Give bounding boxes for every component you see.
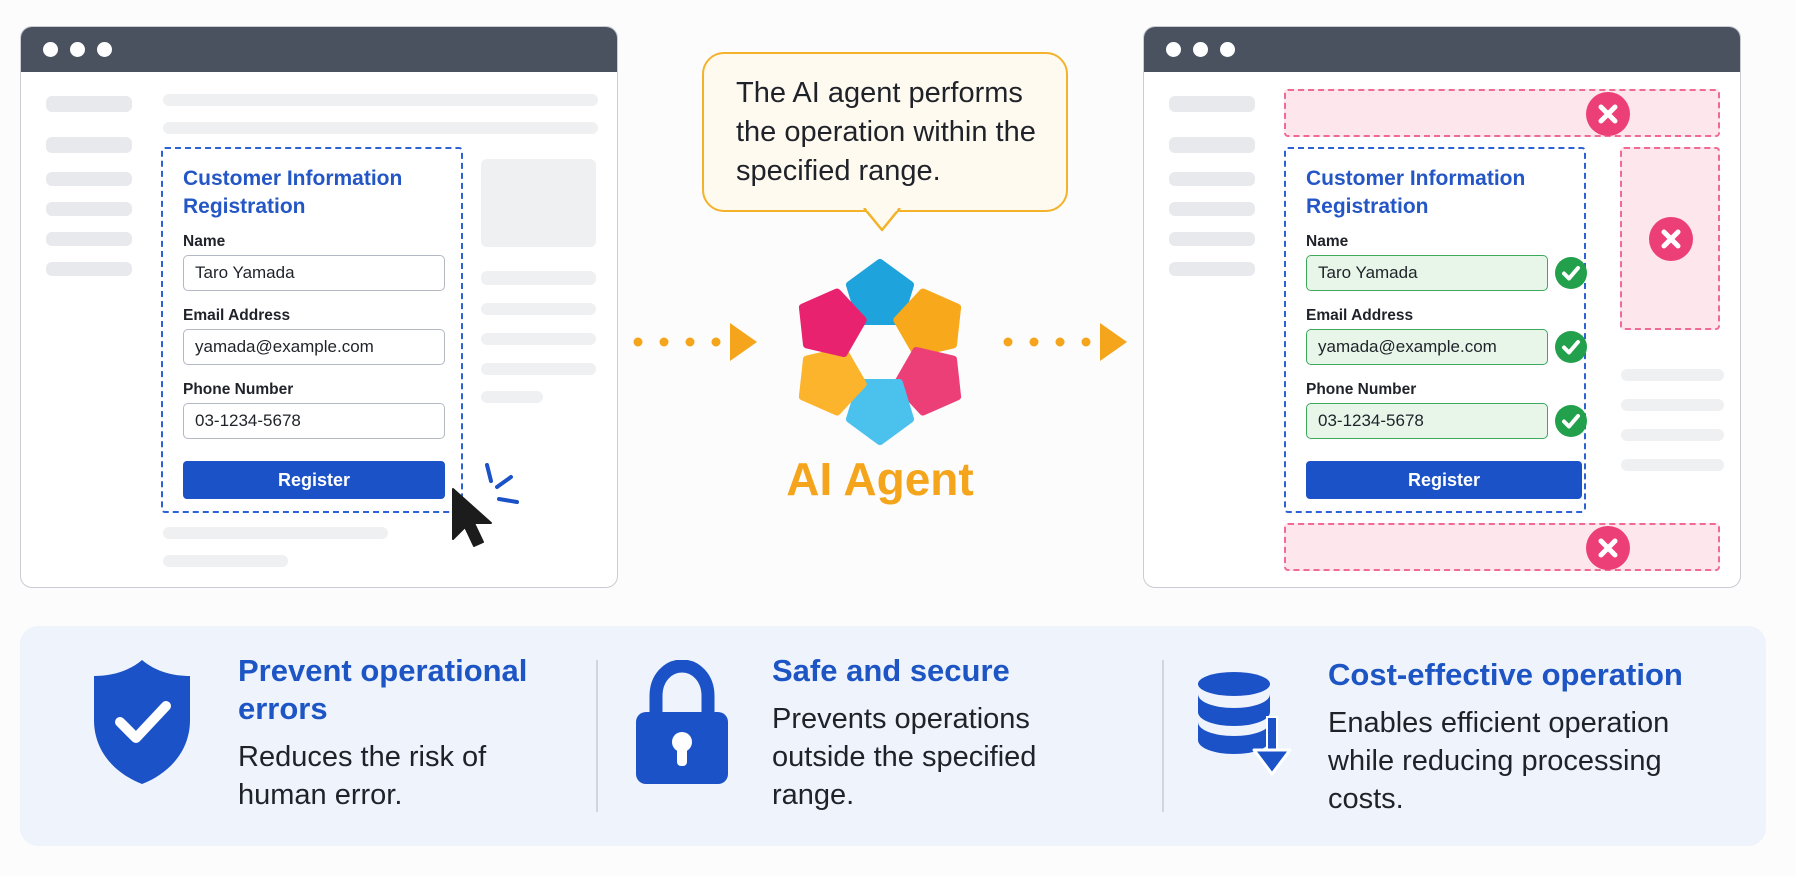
- placeholder-image: [481, 159, 596, 247]
- form-title: Customer Information Registration: [1306, 167, 1526, 218]
- shield-check-icon: [94, 660, 190, 784]
- placeholder-bar: [46, 202, 132, 216]
- placeholder-bar: [481, 363, 596, 375]
- feature-divider: [596, 660, 598, 812]
- name-input[interactable]: Taro Yamada: [1306, 255, 1548, 291]
- placeholder-bar: [1169, 232, 1255, 246]
- padlock-icon: [636, 660, 728, 784]
- database-download-icon: [1198, 672, 1292, 776]
- register-button[interactable]: Register: [1306, 461, 1582, 499]
- window-dot: [1220, 42, 1235, 57]
- window-titlebar: [21, 27, 617, 72]
- phone-input[interactable]: 03-1234-5678: [1306, 403, 1548, 439]
- speech-bubble: The AI agent performs the operation with…: [702, 52, 1068, 212]
- placeholder-bar: [481, 271, 596, 285]
- x-circle-icon: [1649, 217, 1693, 261]
- placeholder-bar: [1169, 137, 1255, 153]
- feature-title: Prevent operational errors: [238, 653, 528, 726]
- check-circle-icon: [1555, 405, 1587, 437]
- placeholder-bar: [1169, 172, 1255, 186]
- feature-divider: [1162, 660, 1164, 812]
- register-button[interactable]: Register: [183, 461, 445, 499]
- blocked-zone-side: [1620, 147, 1720, 330]
- window-dot: [97, 42, 112, 57]
- window-dot: [1193, 42, 1208, 57]
- placeholder-bar: [46, 137, 132, 153]
- placeholder-bar: [1621, 399, 1724, 411]
- email-input[interactable]: yamada@example.com: [183, 329, 445, 365]
- feature-title: Safe and secure: [772, 653, 1010, 688]
- phone-label: Phone Number: [1306, 381, 1417, 398]
- placeholder-bar: [1621, 369, 1724, 381]
- placeholder-bar: [481, 333, 596, 345]
- placeholder-bar: [163, 527, 388, 539]
- placeholder-bar: [163, 555, 288, 567]
- name-label: Name: [1306, 233, 1349, 250]
- window-dot: [70, 42, 85, 57]
- placeholder-bar: [163, 94, 598, 106]
- flow-arrow-right: [1003, 323, 1127, 361]
- left-browser-window: Customer Information Registration Name T…: [20, 26, 618, 588]
- placeholder-bar: [481, 391, 543, 403]
- placeholder-bar: [1169, 96, 1255, 112]
- email-input[interactable]: yamada@example.com: [1306, 329, 1548, 365]
- placeholder-bar: [1621, 459, 1724, 471]
- email-label: Email Address: [1306, 307, 1414, 324]
- blocked-zone-bottom: [1284, 523, 1720, 571]
- feature-desc: Enables efficient operation while reduci…: [1328, 707, 1670, 815]
- placeholder-bar: [163, 122, 598, 134]
- x-circle-icon: [1586, 92, 1630, 136]
- phone-input[interactable]: 03-1234-5678: [183, 403, 445, 439]
- check-circle-icon: [1555, 331, 1587, 363]
- ai-agent-flower-logo-icon: [798, 259, 962, 445]
- speech-bubble-tail: [863, 208, 901, 232]
- window-dot: [1166, 42, 1181, 57]
- placeholder-bar: [1621, 429, 1724, 441]
- phone-label: Phone Number: [183, 381, 294, 398]
- flow-arrow-left: [633, 323, 757, 361]
- x-circle-icon: [1586, 526, 1630, 570]
- feature-title: Cost-effective operation: [1328, 657, 1683, 692]
- name-label: Name: [183, 233, 226, 250]
- speech-bubble-text: The AI agent performs the operation with…: [736, 77, 1036, 187]
- ai-agent-label: AI Agent: [786, 453, 974, 505]
- placeholder-bar: [1169, 262, 1255, 276]
- registration-form: Customer Information Registration Name T…: [1284, 147, 1587, 513]
- blocked-zone-top: [1284, 89, 1720, 137]
- placeholder-bar: [46, 262, 132, 276]
- placeholder-bar: [481, 303, 596, 315]
- check-circle-icon: [1555, 257, 1587, 289]
- form-title: Customer Information Registration: [183, 167, 403, 218]
- feature-desc: Prevents operations outside the specifie…: [772, 703, 1037, 811]
- registration-form: Customer Information Registration Name T…: [161, 147, 463, 513]
- right-browser-window: Customer Information Registration Name T…: [1143, 26, 1741, 588]
- email-label: Email Address: [183, 307, 291, 324]
- placeholder-bar: [46, 172, 132, 186]
- placeholder-bar: [1169, 202, 1255, 216]
- placeholder-bar: [46, 232, 132, 246]
- name-input[interactable]: Taro Yamada: [183, 255, 445, 291]
- placeholder-bar: [46, 96, 132, 112]
- feature-desc: Reduces the risk of human error.: [238, 741, 487, 811]
- window-dot: [43, 42, 58, 57]
- window-titlebar: [1144, 27, 1740, 72]
- mouse-pointer-click-icon: [452, 463, 519, 547]
- feature-panel: [20, 626, 1766, 846]
